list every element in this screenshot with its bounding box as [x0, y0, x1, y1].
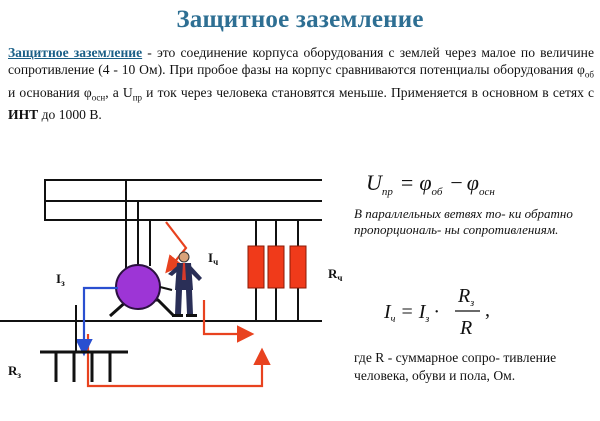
- formula-voltage: Uпр=φоб−φосн: [366, 170, 495, 198]
- fault-current-path: [86, 221, 271, 388]
- phase-lines: [44, 179, 322, 221]
- page-title: Защитное заземление: [176, 6, 424, 33]
- resistor-1: [247, 245, 265, 289]
- parallel-branches-note: В параллельных ветвях то- ки обратно про…: [354, 206, 573, 237]
- svg-text:,: ,: [485, 299, 490, 321]
- motor-housing: [115, 264, 161, 310]
- svg-text:Iч=Iз·: Iч=Iз·: [383, 301, 440, 325]
- person-head: [178, 251, 190, 263]
- intro-term: Защитное заземление: [8, 45, 143, 60]
- ground-current-path: [75, 286, 118, 357]
- intro-text-2: и основания φ: [8, 84, 92, 100]
- intro-sub-pr: пр: [132, 92, 143, 103]
- resistor-2: [267, 245, 285, 289]
- intro-text-4: и ток через человека становятся меньше. …: [142, 84, 595, 100]
- intro-text-3: , а U: [105, 84, 133, 100]
- person-figure: [168, 251, 202, 317]
- ground-electrodes: [40, 305, 128, 382]
- intro-paragraph: Защитное заземление - это соединение кор…: [8, 44, 594, 123]
- load-resistors: [247, 220, 307, 320]
- intro-int: ИНТ: [8, 107, 39, 123]
- label-i-ch: Iч: [208, 250, 218, 267]
- intro-sub-ob: об: [584, 69, 594, 80]
- intro-text-1: - это соединение корпуса оборудования с …: [8, 45, 594, 77]
- svg-text:R: R: [459, 317, 472, 339]
- intro-text-5: до 1000 В.: [38, 107, 102, 123]
- label-i-z: Iз: [56, 271, 65, 288]
- svg-text:Uпр=φоб−φосн: Uпр=φоб−φосн: [366, 170, 495, 198]
- label-r-z: Rз: [8, 363, 21, 380]
- formula-legend: где R - суммарное сопро- тивление челове…: [354, 350, 557, 383]
- formula-current: Iч=Iз· Rз R ,: [383, 285, 490, 339]
- intro-sub-osn: осн: [91, 92, 106, 103]
- motor: [109, 264, 176, 318]
- motor-feed-wires: [125, 180, 151, 274]
- svg-text:Rз: Rз: [457, 285, 474, 309]
- label-r-ch: Rч: [328, 266, 342, 283]
- resistor-3: [289, 245, 307, 289]
